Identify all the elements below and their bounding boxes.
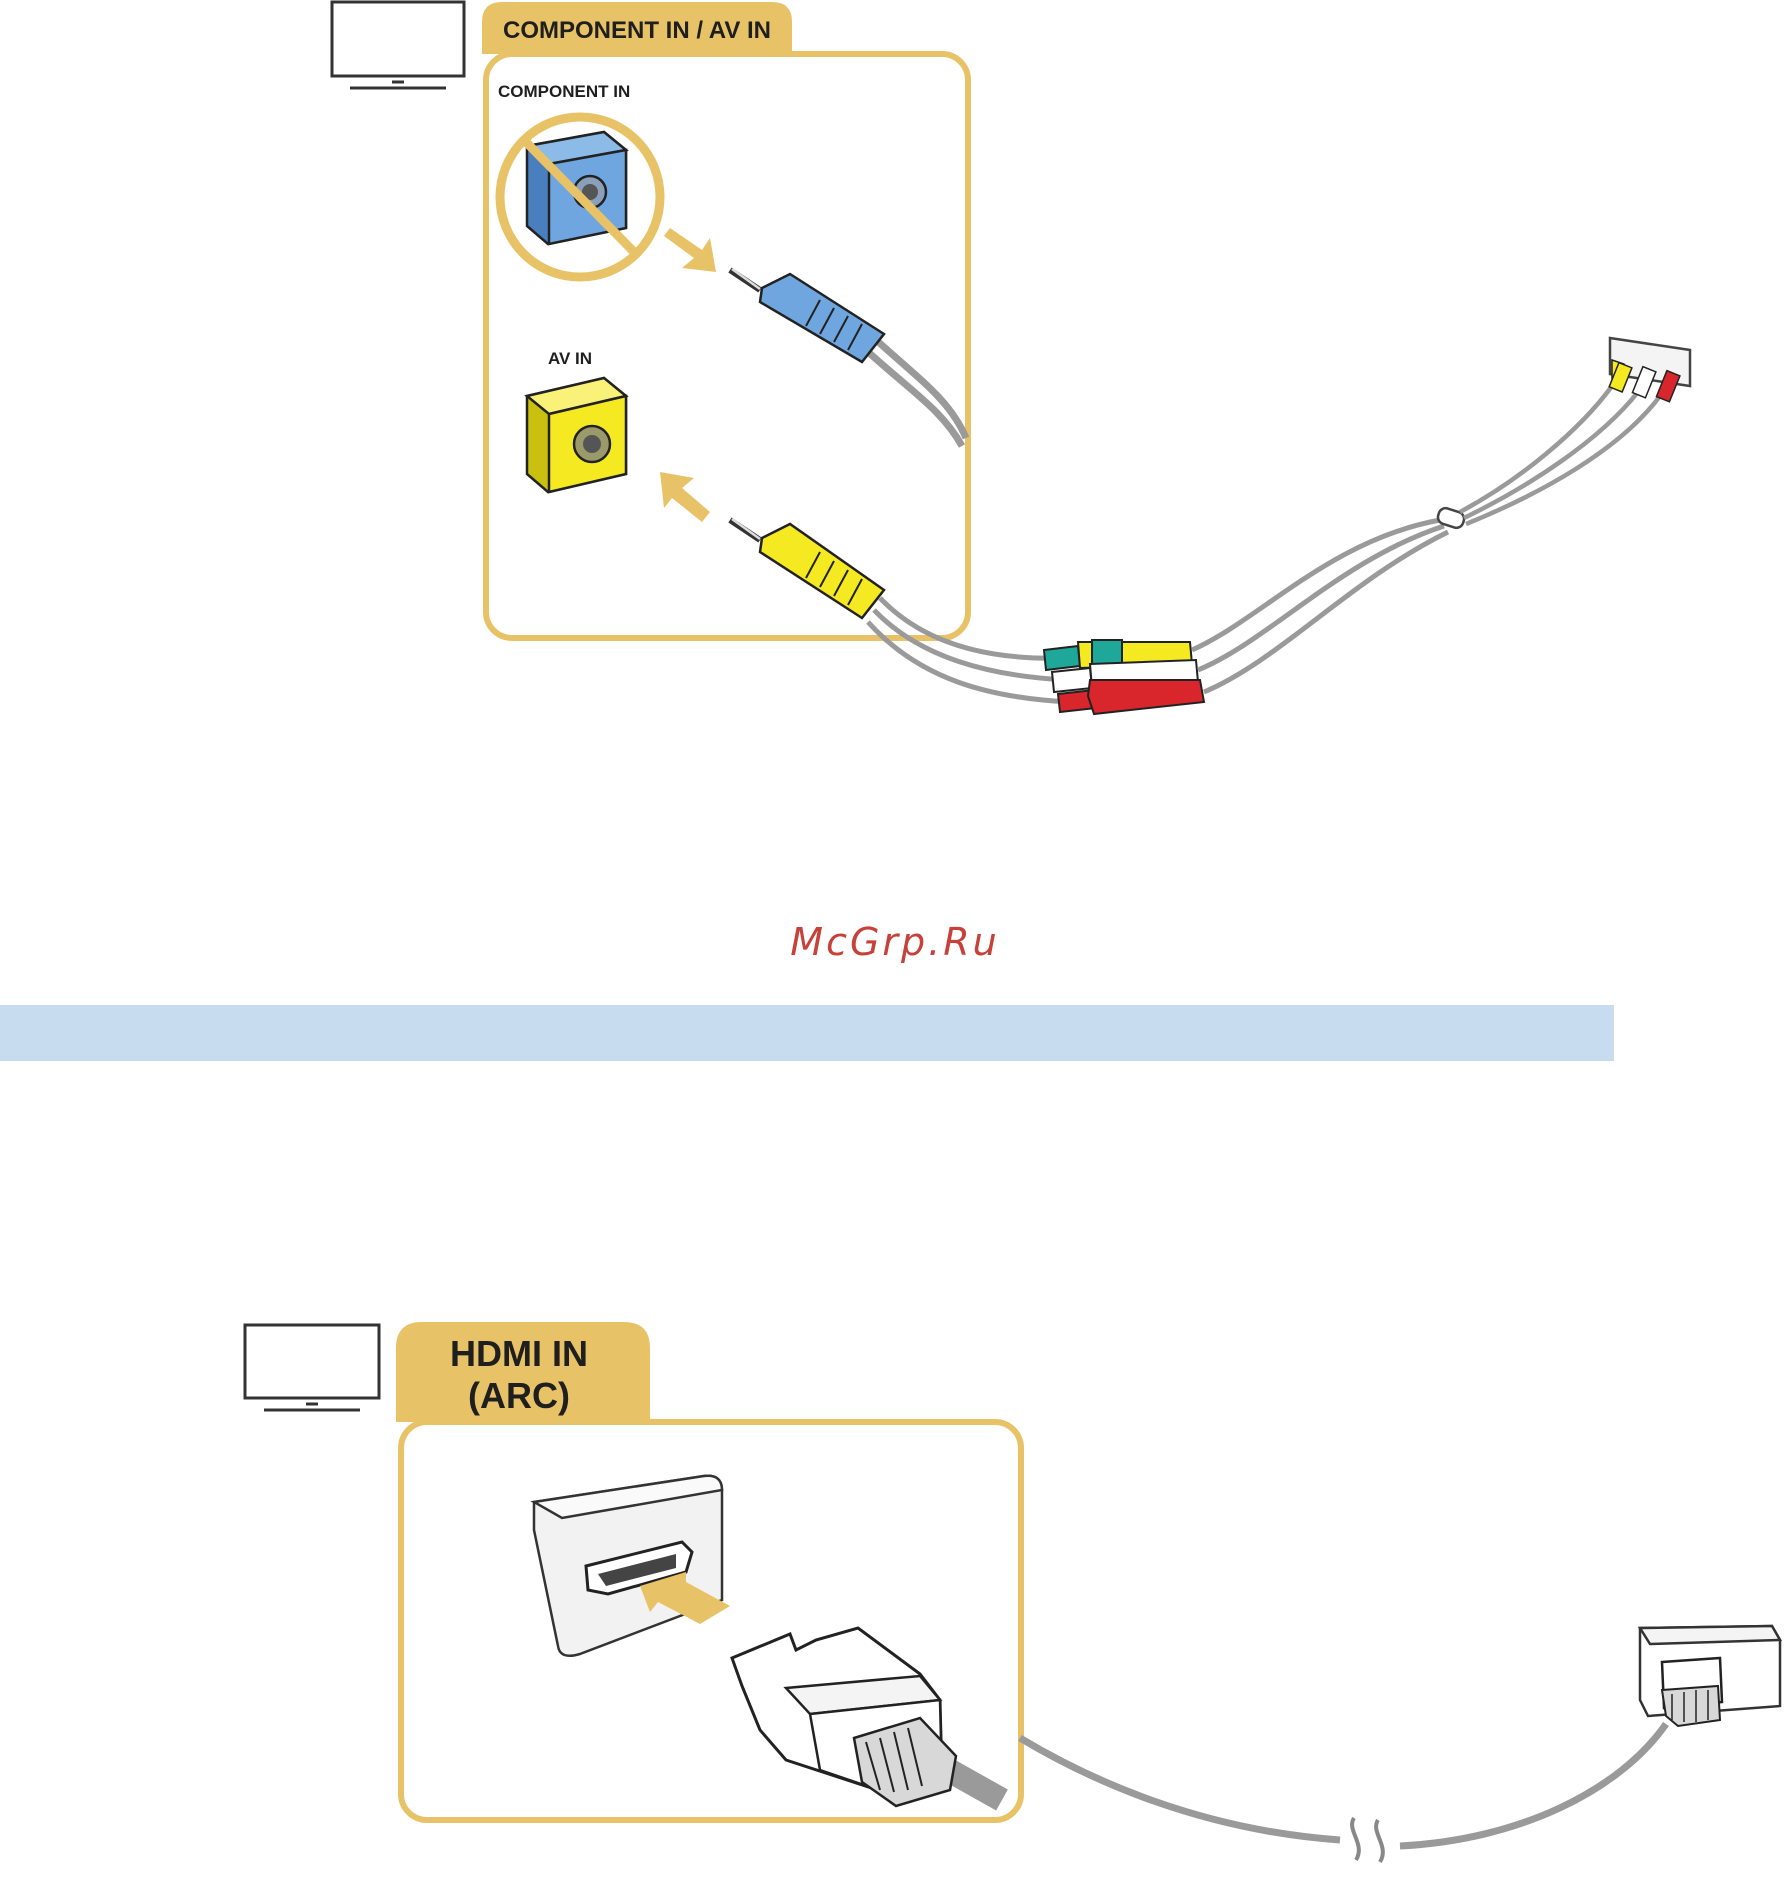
av-in-jack xyxy=(527,378,626,492)
hdmi-tab-label-line1: HDMI IN xyxy=(450,1333,588,1374)
component-in-label: COMPONENT IN xyxy=(498,82,630,101)
cable-break-icon xyxy=(1352,1818,1383,1862)
splitter-to-device-cables xyxy=(1460,386,1660,524)
component-av-tab-label: COMPONENT IN / AV IN xyxy=(503,17,771,44)
tv-icon xyxy=(245,1325,379,1410)
rca-cables xyxy=(1192,520,1448,692)
external-device-hdmi-output xyxy=(1640,1626,1780,1726)
hdmi-cable xyxy=(1020,1724,1666,1846)
tv-icon xyxy=(332,2,464,88)
watermark-text: McGrp.Ru xyxy=(0,920,1790,964)
av-in-label: AV IN xyxy=(548,349,592,368)
external-device-av-output xyxy=(1609,338,1690,402)
hdmi-tab-label-line2: (ARC) xyxy=(468,1375,570,1416)
section-divider-band xyxy=(0,1005,1614,1061)
